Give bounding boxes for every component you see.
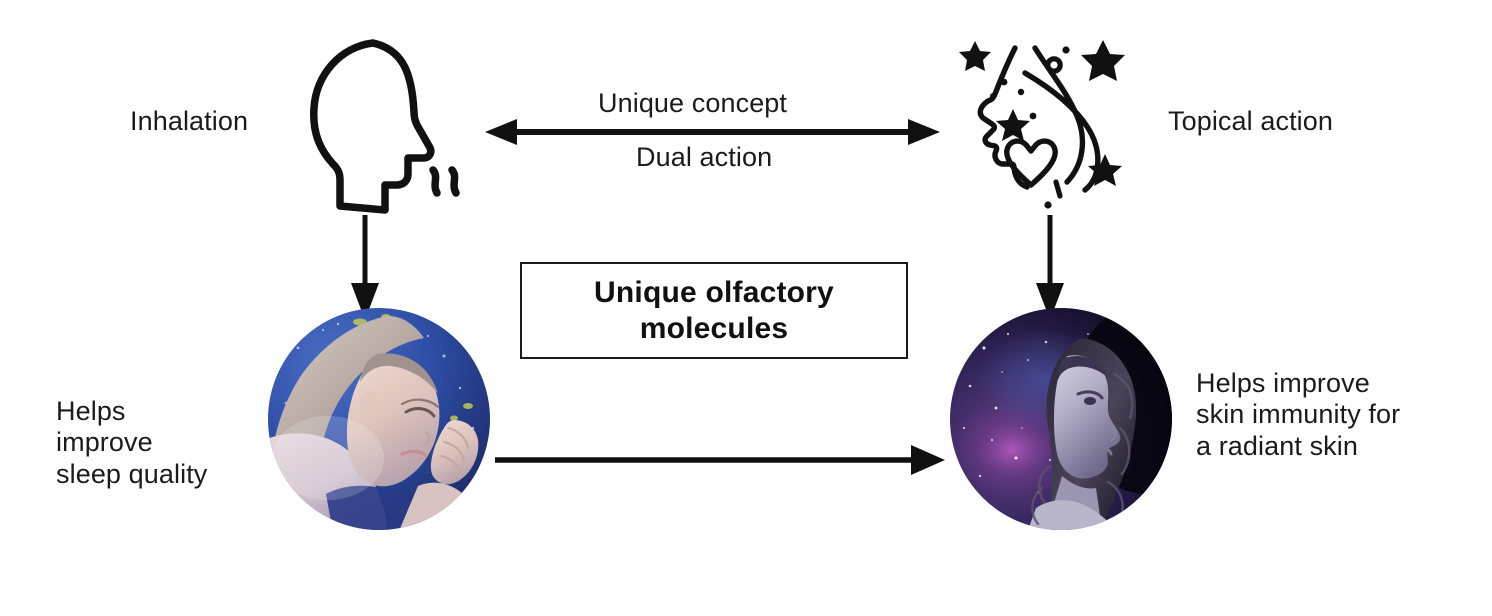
unique-olfactory-molecules-text: Unique olfactory molecules [594, 276, 834, 345]
photo-skin-immunity [950, 308, 1172, 530]
down-arrow-right [1030, 215, 1070, 320]
double-headed-horizontal-arrow [485, 112, 940, 152]
head-inhaling-icon [300, 30, 490, 220]
unique-olfactory-molecules-box: Unique olfactory molecules [520, 262, 908, 359]
down-arrow-left [345, 215, 385, 320]
label-dual-action: Dual action [636, 142, 773, 172]
label-inhalation: Inhalation [130, 106, 249, 136]
label-unique-concept: Unique concept [598, 88, 788, 118]
face-with-stars-and-heart-icon [955, 30, 1145, 225]
photo-sleep-quality [268, 308, 490, 530]
label-skin-benefit: Helps improve skin immunity for a radian… [1196, 368, 1401, 461]
label-topical-action: Topical action [1168, 106, 1333, 136]
label-sleep-benefit: Helps improve sleep quality [56, 396, 208, 489]
right-arrow-bottom [495, 440, 945, 480]
